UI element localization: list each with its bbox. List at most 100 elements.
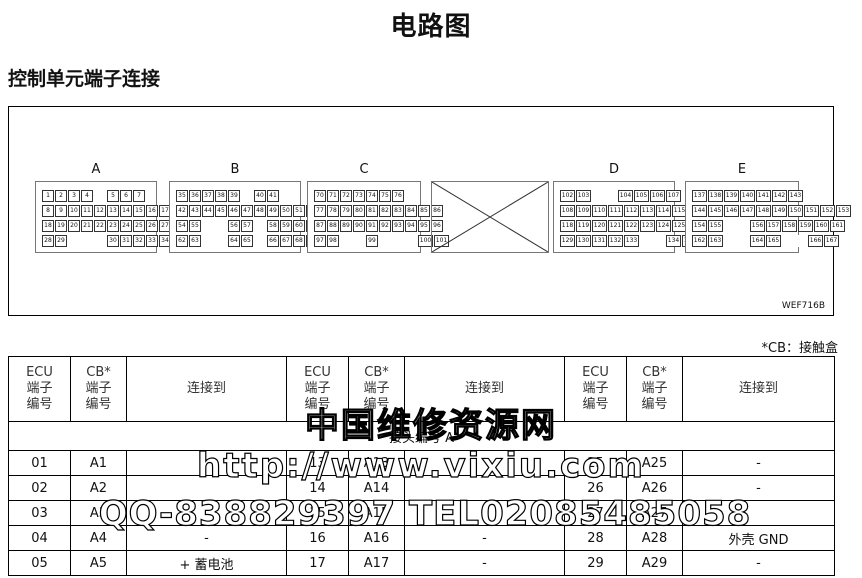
connector-pin: 50 [280,205,292,217]
table-cell [404,500,565,526]
connector-pin: 113 [640,205,655,217]
connector-pin: 85 [418,205,430,217]
connector-pin: 14 [120,205,132,217]
connector-pin [81,235,93,247]
connector-pin: 141 [756,190,771,202]
table-cell: A15 [348,500,405,526]
table-cell: 17 [286,550,349,576]
connector-pin: 54 [176,220,188,232]
connector-pin: 93 [392,220,404,232]
connector-pin: 165 [766,235,781,247]
table-cell: 28 [564,525,627,551]
connector-pin [392,235,404,247]
connector-pin: 60 [293,220,305,232]
table-cell: A28 [626,525,683,551]
connector-pin [592,190,604,202]
connector-pin: 144 [692,205,707,217]
table-cell: + 蓄电池 [126,550,287,576]
connector-pin: 158 [782,220,797,232]
table-cell: - [126,525,287,551]
section-label: 接头编号 A [8,421,835,451]
connector-pin: 66 [267,235,279,247]
figure-code: WEF716B [781,301,825,311]
connector-label: B [230,162,240,177]
connector-pin: 103 [576,190,591,202]
connector-pin: 120 [592,220,607,232]
connector-pin: 30 [107,235,119,247]
column-header: 连接到 [126,356,287,422]
column-header: CB* 端子 编号 [348,356,405,422]
connector-pin [737,220,749,232]
table-cell: 01 [8,450,71,476]
table-cell: 13 [286,450,349,476]
connector-pin: 77 [314,205,326,217]
connector-pin: 160 [814,220,829,232]
connector-pin: 124 [656,220,671,232]
connector-pin: 88 [327,220,339,232]
connector-pin: 51 [293,205,305,217]
connector-pin: 29 [55,235,67,247]
connector-pin [215,235,227,247]
connector-pin [202,235,214,247]
table-cell: - [404,525,565,551]
connector-pin: 38 [215,190,227,202]
connector-pin: 114 [656,205,671,217]
connector-pin: 109 [576,205,591,217]
table-cell: 04 [8,525,71,551]
table-cell: 26 [564,475,627,501]
column-header: 连接到 [682,356,835,422]
connector-pin: 90 [353,220,365,232]
connector-pin: 56 [228,220,240,232]
connector-pin: 49 [267,205,279,217]
connector-pin: 41 [267,190,279,202]
table-cell: 29 [564,550,627,576]
column-header: CB* 端子 编号 [626,356,683,422]
table-cell: A14 [348,475,405,501]
table-cell [126,475,287,501]
connector-pin: 68 [293,235,305,247]
connector-pin: 140 [740,190,755,202]
blank-connector-cross [431,181,549,253]
connector-pin: 148 [756,205,771,217]
table-cell: 03 [8,500,71,526]
connector-pin: 71 [327,190,339,202]
table-cell: A29 [626,550,683,576]
table-cell [404,450,565,476]
connector-pin: 26 [146,220,158,232]
connector-pin: 23 [107,220,119,232]
connector-pin: 104 [618,190,633,202]
connector-pin: 111 [608,205,623,217]
connector-pin [724,235,736,247]
connector-pin: 147 [740,205,755,217]
connector-pin [605,190,617,202]
connector-label: E [737,162,747,177]
connector-pin: 15 [133,205,145,217]
connector-pin [94,190,106,202]
table-cell: - [682,475,835,501]
connector-pin: 134 [666,235,681,247]
connector-pin: 3 [68,190,80,202]
connector-pin: 16 [146,205,158,217]
connector-pin: 19 [55,220,67,232]
connector-pin [241,190,253,202]
connector-pin: 156 [750,220,765,232]
table-cell: A3 [70,500,127,526]
connector-pin: 152 [820,205,835,217]
table-cell: A1 [70,450,127,476]
connector-pin: 91 [366,220,378,232]
cb-footnote: *CB：接触盒 [761,341,839,356]
connector-pin: 100 [418,235,433,247]
table-cell: - [404,550,565,576]
connector-pin: 20 [68,220,80,232]
connector-pin: 119 [576,220,591,232]
